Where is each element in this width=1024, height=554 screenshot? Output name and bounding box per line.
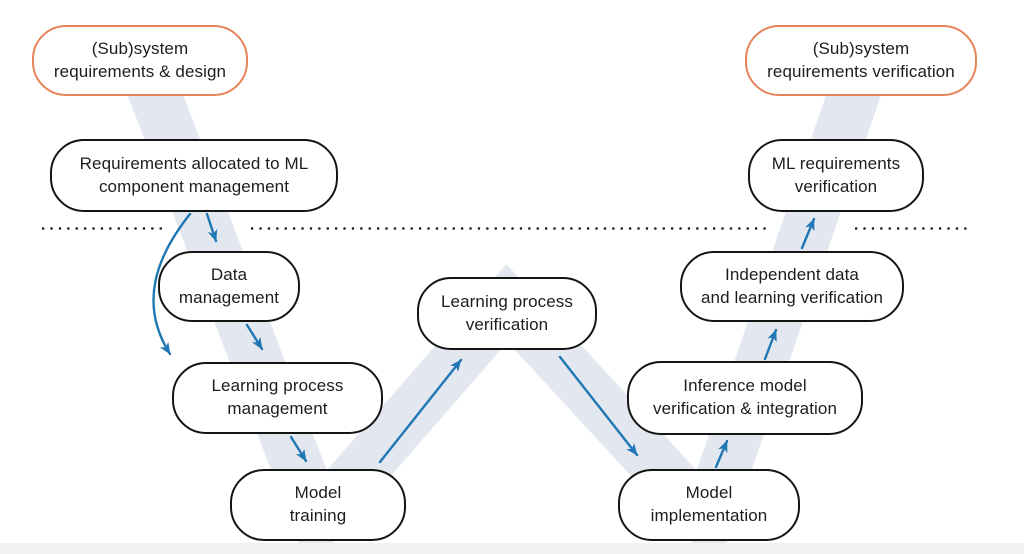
node-label: Data management [178,264,280,307]
node-label: (Sub)system requirements & design [53,38,227,81]
node-label: Learning process management [211,376,344,418]
node-label: Inference model verification & integrati… [652,376,838,418]
node-label: Independent data and learning verificati… [700,264,884,307]
node-independent-data-verification: Independent data and learning verificati… [680,251,904,322]
node-label: (Sub)system requirements verification [767,38,955,81]
arrow-implementation-to-inference [714,439,729,469]
arrow-training-to-learning-verification [378,358,463,464]
node-label: Model implementation [650,483,768,525]
arrow-requirements-to-data [205,212,218,243]
node-data-management: Data management [158,251,300,322]
slide-bottom-edge [0,543,1024,554]
node-subsystem-requirements-verification: (Sub)system requirements verification [745,25,977,96]
node-learning-process-management: Learning process management [172,362,383,434]
arrow-learning-verification-to-implementation [558,355,639,457]
node-model-implementation: Model implementation [618,469,800,541]
arrow-requirements-to-learning-curved [152,212,192,356]
node-label: Learning process verification [440,291,573,334]
node-label: Requirements allocated to ML component m… [79,153,309,196]
node-subsystem-requirements-design: (Sub)system requirements & design [32,25,248,96]
node-label: ML requirements verification [771,153,901,196]
node-learning-process-verification: Learning process verification [417,277,597,350]
arrow-independent-to-mlrequirements [800,217,816,250]
arrow-inference-to-independent [763,328,778,361]
arrow-data-to-learning [245,323,264,351]
node-requirements-allocated-ml: Requirements allocated to ML component m… [50,139,338,212]
node-model-training: Model training [230,469,406,541]
node-label: Model training [289,483,347,525]
node-ml-requirements-verification: ML requirements verification [748,139,924,212]
node-inference-model-verification: Inference model verification & integrati… [627,361,863,435]
arrow-learning-to-training [289,435,308,463]
